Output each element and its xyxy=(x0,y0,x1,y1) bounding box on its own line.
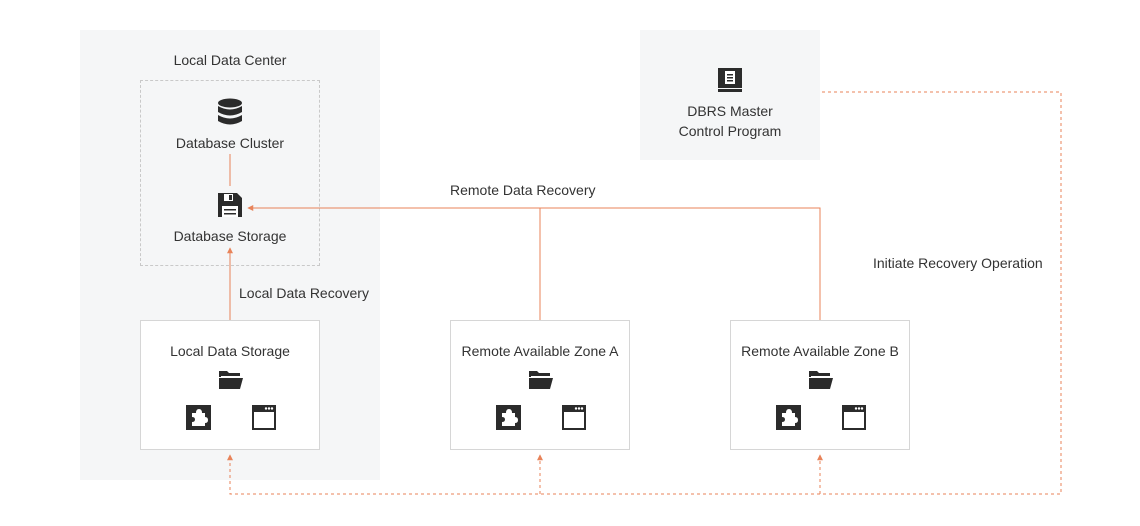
local-data-recovery-label: Local Data Recovery xyxy=(239,285,369,301)
storage-box-local: Local Data Storage xyxy=(140,320,320,450)
folder-icon xyxy=(808,369,834,390)
document-icon xyxy=(717,67,743,93)
puzzle-icon xyxy=(776,405,801,430)
remote-data-recovery-label: Remote Data Recovery xyxy=(450,182,596,198)
master-line-2: Control Program xyxy=(678,123,782,139)
remote-recovery-arrow xyxy=(247,205,821,320)
storage-title: Local Data Storage xyxy=(170,343,290,359)
window-icon xyxy=(842,405,866,430)
folder-icon xyxy=(528,369,554,390)
initiate-recovery-label: Initiate Recovery Operation xyxy=(873,255,1043,271)
database-storage-label: Database Storage xyxy=(173,228,287,244)
master-line-1: DBRS Master xyxy=(687,103,773,119)
database-cluster-label: Database Cluster xyxy=(175,135,285,151)
puzzle-icon xyxy=(186,405,211,430)
puzzle-icon xyxy=(496,405,521,430)
local-data-center-title: Local Data Center xyxy=(173,52,287,68)
window-icon xyxy=(562,405,586,430)
window-icon xyxy=(252,405,276,430)
storage-title: Remote Available Zone A xyxy=(461,343,619,359)
storage-title: Remote Available Zone B xyxy=(741,343,899,359)
database-icon xyxy=(217,98,243,126)
initiate-recovery-path xyxy=(227,91,1062,495)
folder-icon xyxy=(218,369,244,390)
storage-box-zone-b: Remote Available Zone B xyxy=(730,320,910,450)
master-control-panel xyxy=(640,30,820,160)
storage-box-zone-a: Remote Available Zone A xyxy=(450,320,630,450)
floppy-disk-icon xyxy=(217,192,243,218)
